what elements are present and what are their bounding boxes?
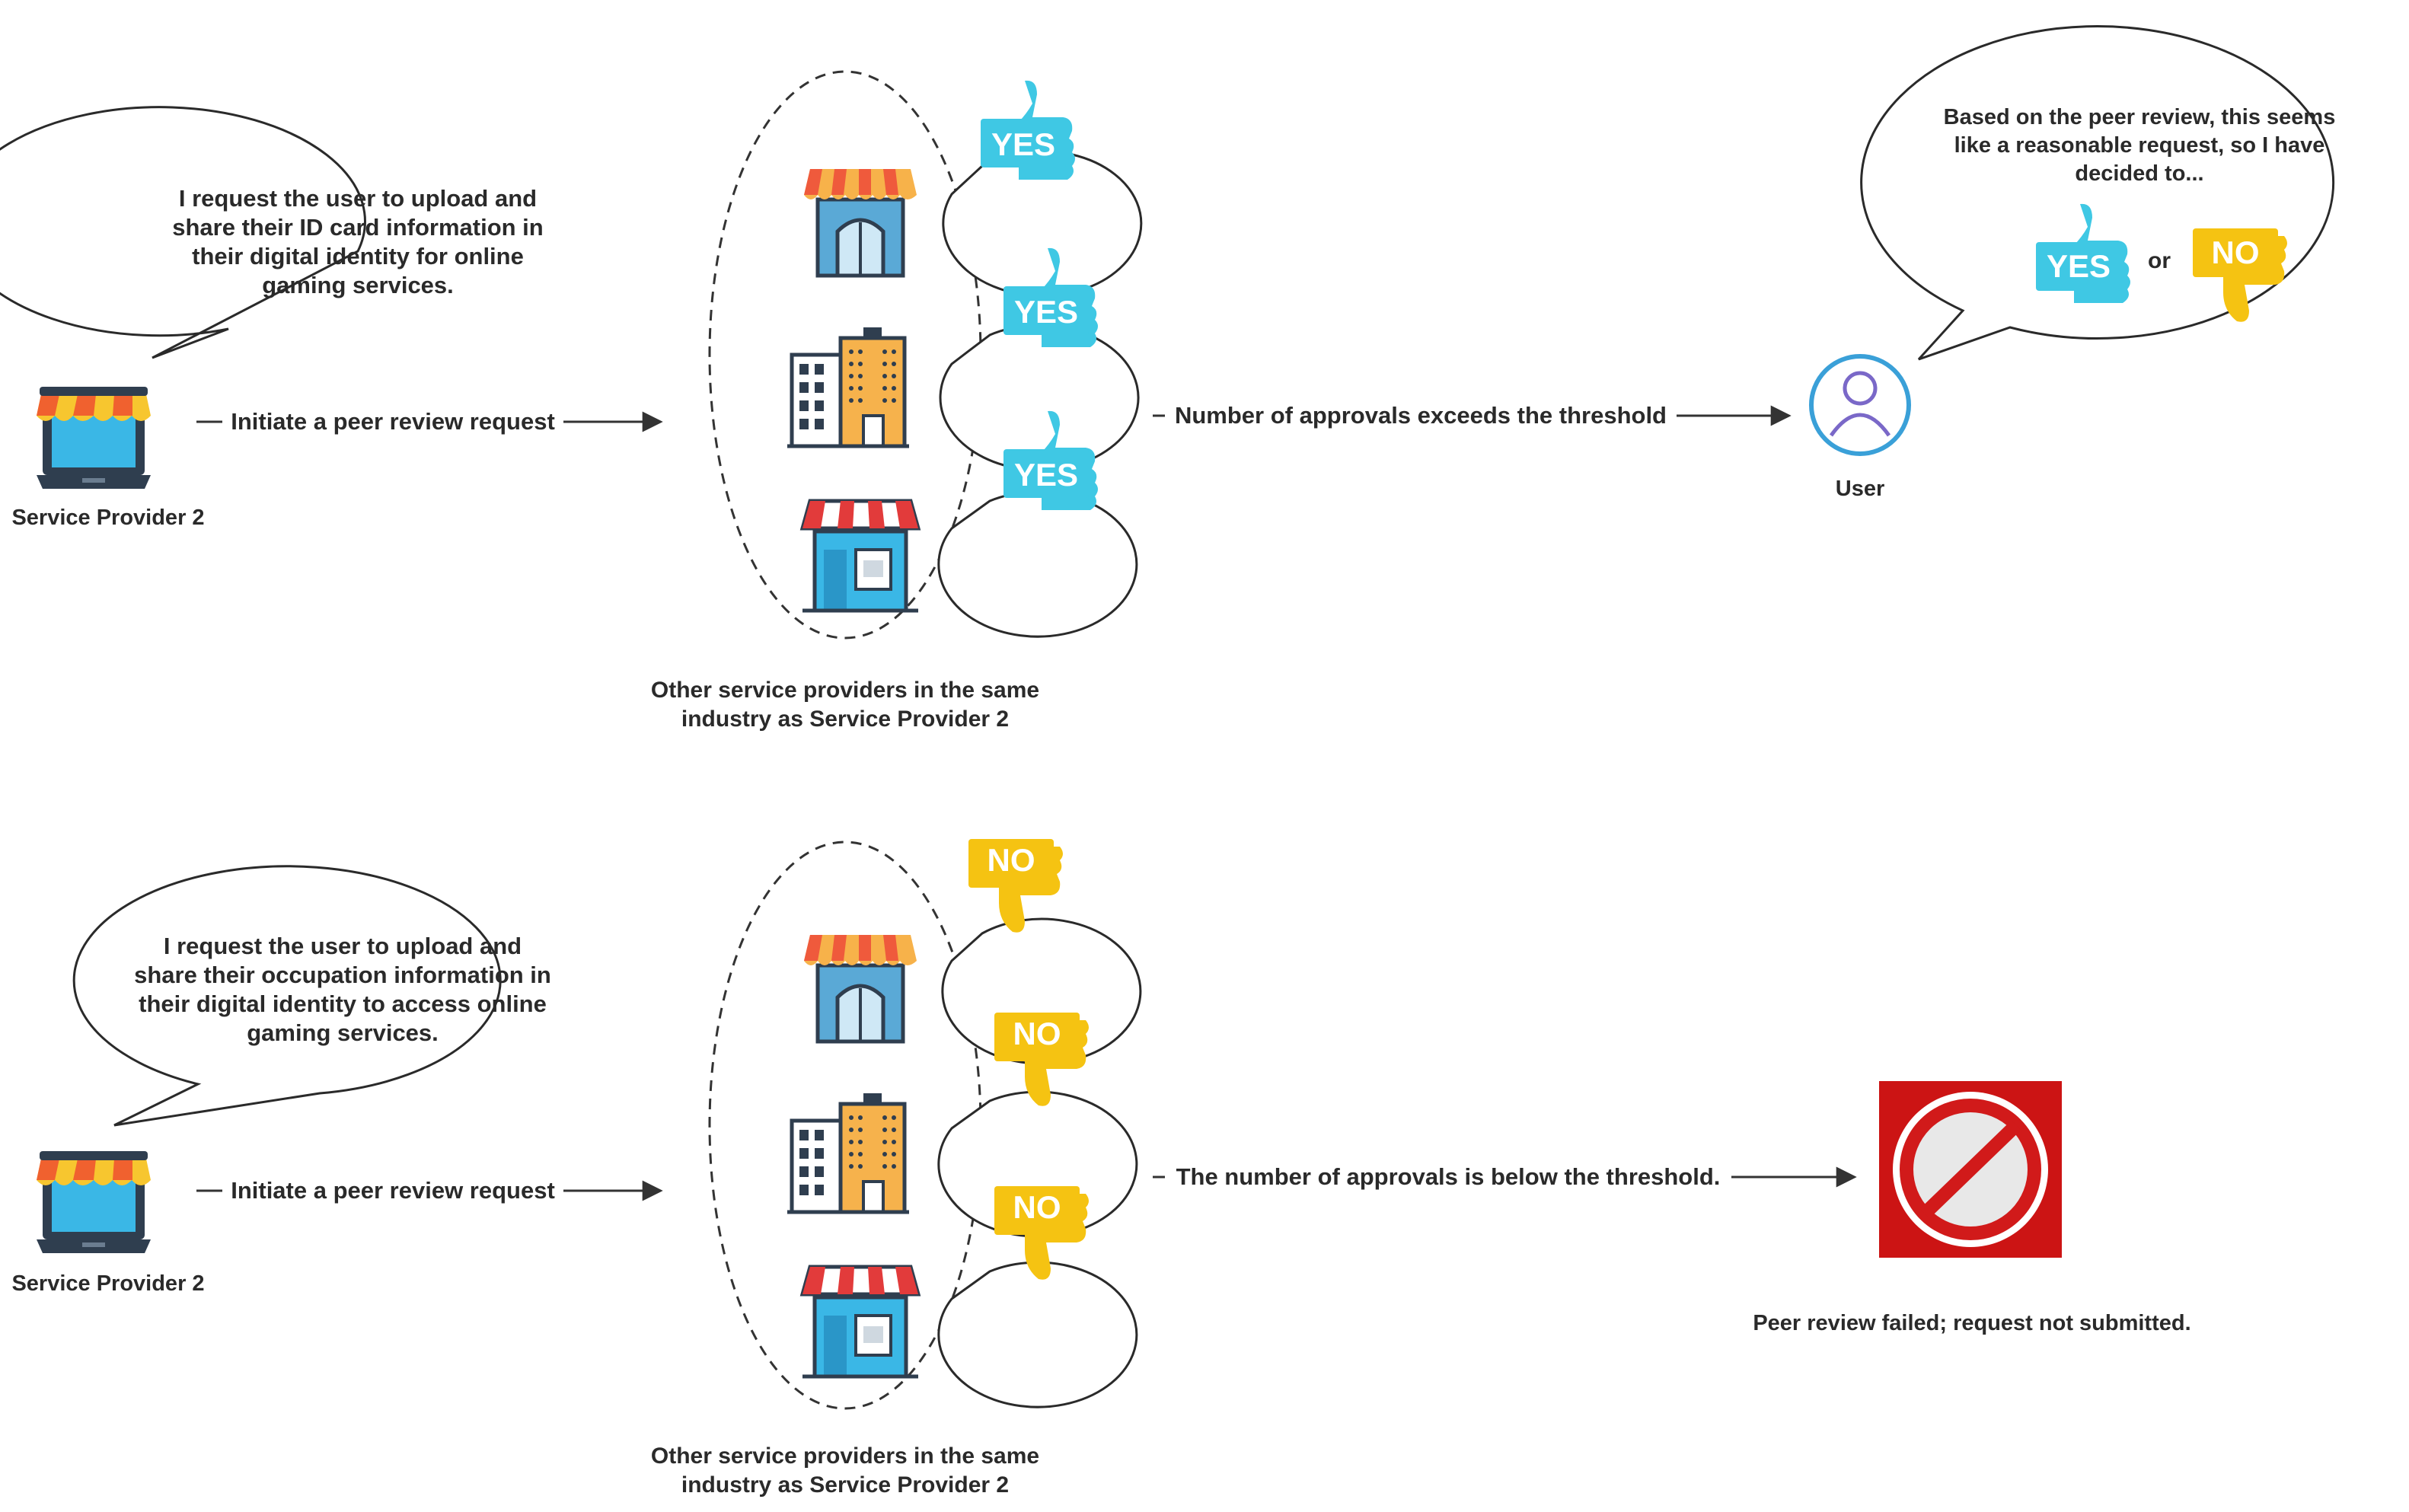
- vote-bubble: [937, 1261, 1138, 1408]
- shop-icon: [802, 501, 918, 611]
- vote-no: NO: [1013, 1016, 1061, 1051]
- laptop-shop-icon: [37, 1151, 151, 1253]
- storefront-icon: [804, 935, 917, 1041]
- vote-no: NO: [987, 842, 1035, 878]
- prohibited-icon: [1879, 1081, 2062, 1258]
- choice-no: NO: [2211, 234, 2260, 270]
- vote-yes: YES: [1013, 294, 1079, 330]
- result-arrow-label: Number of approvals exceeds the threshol…: [1174, 402, 1667, 429]
- office-building-icon: [787, 1093, 909, 1212]
- vote-bubble: [941, 917, 1142, 1065]
- request-arrow-label: Initiate a peer review request: [231, 408, 555, 435]
- speech-bubble: [0, 106, 366, 359]
- laptop-shop-icon: [37, 387, 151, 489]
- office-building-icon: [787, 327, 909, 446]
- storefront-icon: [804, 169, 917, 276]
- user-speech-bubble: [1860, 25, 2335, 361]
- vote-bubble: [939, 324, 1140, 471]
- result-label: Peer review failed; request not submitte…: [1753, 1311, 2191, 1335]
- shop-icon: [802, 1267, 918, 1376]
- provider-label: Service Provider 2: [11, 1271, 205, 1296]
- user-label: User: [1835, 477, 1885, 501]
- choice-yes: YES: [2046, 248, 2111, 284]
- request-arrow-label: Initiate a peer review request: [231, 1177, 555, 1204]
- vote-yes: YES: [1013, 457, 1079, 493]
- result-arrow-label: The number of approvals is below the thr…: [1176, 1163, 1721, 1190]
- vote-no: NO: [1013, 1189, 1061, 1225]
- vote-yes: YES: [991, 126, 1056, 162]
- choice-or: or: [2148, 248, 2171, 273]
- vote-bubble: [937, 490, 1138, 638]
- provider-label: Service Provider 2: [11, 506, 205, 530]
- speech-bubble: [72, 865, 502, 1127]
